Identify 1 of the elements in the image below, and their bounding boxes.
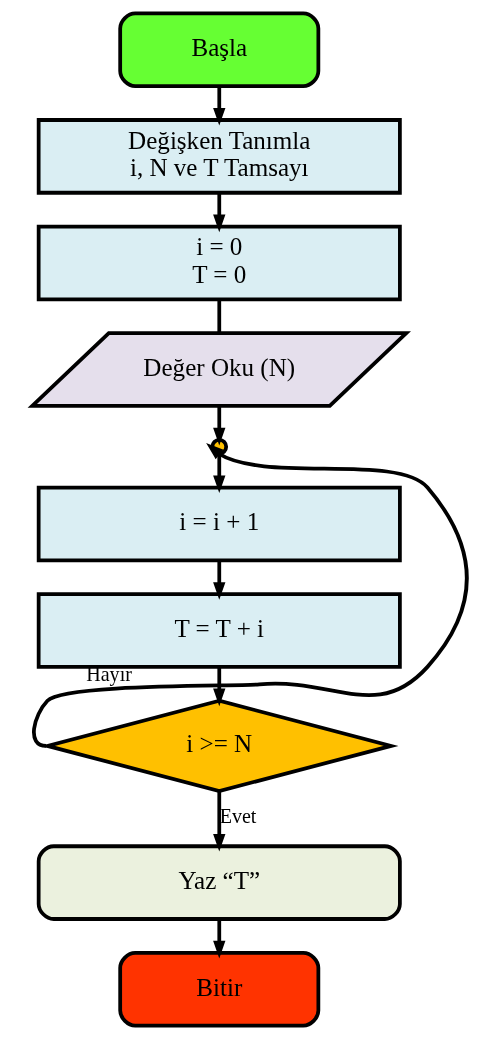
edge-label: Evet [219,805,256,828]
